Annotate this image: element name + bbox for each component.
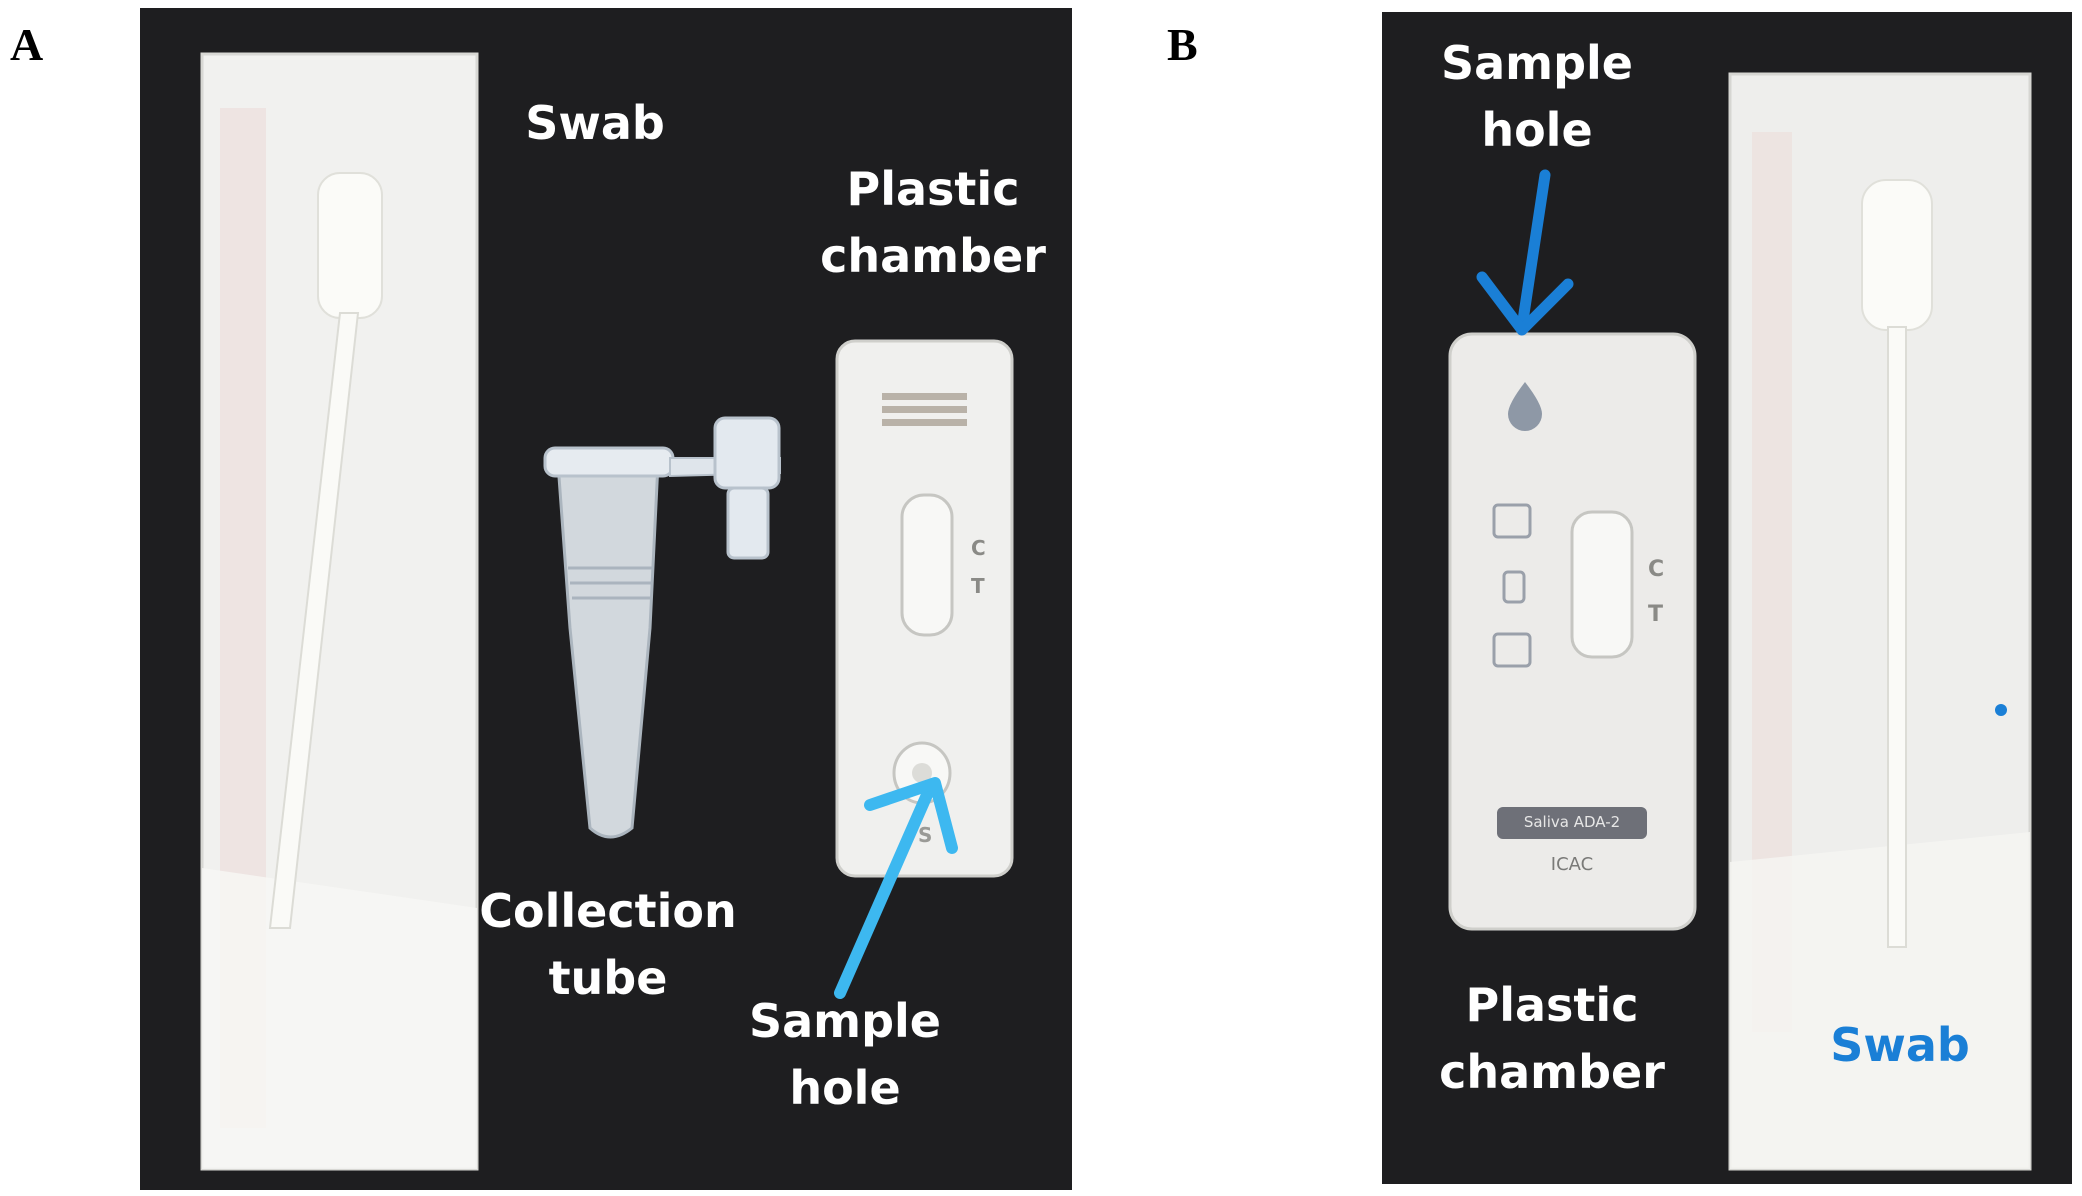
label-swab-b: Swab [1830,1018,1970,1072]
swab-b [1861,179,1933,948]
cassette-maker-label: ICAC [1550,854,1594,875]
cassette-t-label-b: T [1648,602,1664,627]
photo-panel-a: C T S Swab Plastic chamber Collection tu… [140,8,1072,1190]
cassette-t-label-a: T [971,574,985,598]
test-cassette-b [1448,332,1697,931]
swab-pouch-b [1728,72,2032,1171]
label-collection-tube-a: Collection tube [479,884,737,1005]
photo-a-graphics [200,52,1014,1171]
panel-letter-a: A [10,19,44,70]
label-plastic-chamber-b: Plastic chamber [1439,978,1665,1099]
label-swab-a: Swab [525,96,665,150]
cassette-brand-label: Saliva ADA-2 [1523,813,1621,831]
photo-panel-b: C T Saliva ADA-2 ICAC Sample hole Plasti… [1382,12,2072,1184]
blue-dot-marker [1995,704,2007,716]
cassette-c-label-b: C [1648,557,1665,582]
label-sample-hole-b: Sample hole [1441,36,1633,157]
label-sample-hole-a: Sample hole [749,994,941,1115]
label-plastic-chamber-a: Plastic chamber [820,162,1046,283]
test-cassette-a [835,339,1014,878]
cassette-c-label-a: C [971,536,986,560]
arrow-sample-hole-b [1476,169,1574,336]
panel-letter-b: B [1167,19,1198,70]
cassette-s-label-a: S [918,823,933,847]
photo-b-graphics [1448,72,2032,1171]
arrow-sample-hole-a [834,777,958,999]
collection-tube [543,416,781,839]
swab-a [268,172,383,929]
